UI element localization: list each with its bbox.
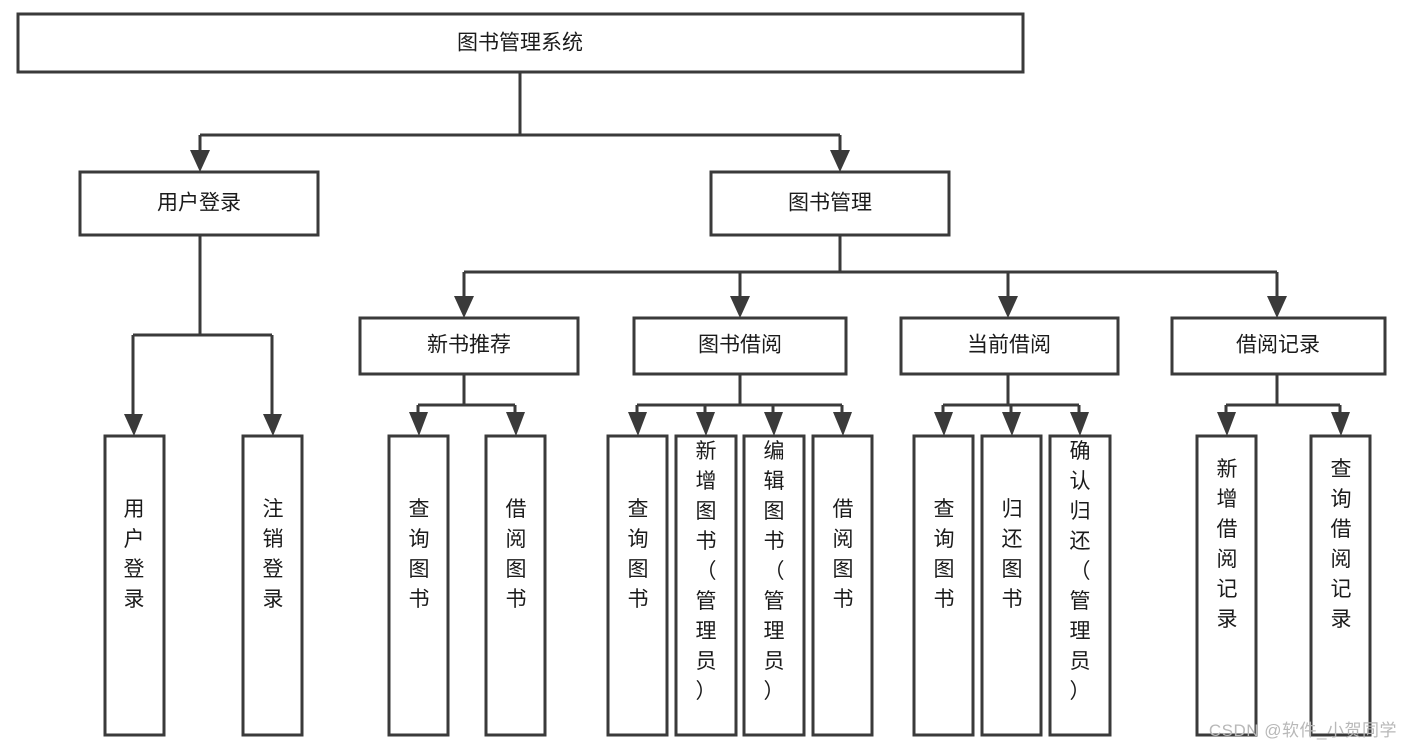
node-borrow-record[interactable]: 借阅记录 (1170, 316, 1387, 376)
leaf-user-login-1-label: 用户登录 (124, 498, 145, 611)
arrow-bookmgmt-child-2 (730, 296, 750, 318)
arrow-current-leaf-2 (1002, 412, 1021, 436)
node-user-login-box[interactable] (78, 170, 320, 237)
leaf-new-book-1-box[interactable] (387, 434, 450, 737)
node-user-login[interactable]: 用户登录 (78, 170, 320, 237)
leaf-book-borrow-4-box[interactable] (811, 434, 874, 737)
node-root-label: 图书管理系统 (457, 32, 583, 55)
leaf-user-login-1[interactable]: 用户登录 (103, 434, 166, 737)
leaf-book-borrow-3[interactable]: 编辑图书（管理员） (742, 434, 806, 737)
leaf-book-borrow-1[interactable]: 查询图书 (606, 434, 669, 737)
leaf-new-book-2[interactable]: 借阅图书 (484, 434, 547, 737)
leaf-new-book-2-box[interactable] (484, 434, 547, 737)
leaf-user-login-2-box[interactable] (241, 434, 304, 737)
node-root-box[interactable] (16, 12, 1025, 74)
leaf-book-borrow-2-label: 新增图书（管理员） (696, 440, 717, 703)
arrow-current-leaf-1 (934, 412, 953, 436)
arrow-borrow-leaf-1 (628, 412, 647, 436)
node-new-book-recommend-label: 新书推荐 (427, 334, 511, 357)
node-book-management-label: 图书管理 (788, 192, 872, 215)
leaf-book-borrow-4-label: 借阅图书 (833, 498, 854, 611)
leaf-current-borrow-1-label: 查询图书 (934, 498, 955, 611)
leaf-user-login-1-box[interactable] (103, 434, 166, 737)
leaf-user-login-2[interactable]: 注销登录 (241, 434, 304, 737)
arrow-userlogin-leaf-2 (263, 414, 282, 436)
leaf-new-book-1[interactable]: 查询图书 (387, 434, 450, 737)
node-current-borrow[interactable]: 当前借阅 (899, 316, 1120, 376)
leaf-current-borrow-3-box[interactable] (1048, 434, 1112, 737)
leaf-current-borrow-1[interactable]: 查询图书 (912, 434, 975, 737)
node-book-management-box[interactable] (709, 170, 951, 237)
node-root[interactable]: 图书管理系统 (16, 12, 1025, 74)
leaf-book-borrow-3-box[interactable] (742, 434, 806, 737)
leaf-borrow-record-2-box[interactable] (1309, 434, 1372, 737)
leaf-new-book-2-label: 借阅图书 (506, 498, 527, 611)
arrow-root-to-book (830, 150, 850, 172)
leaf-book-borrow-1-label: 查询图书 (628, 498, 649, 611)
node-current-borrow-box[interactable] (899, 316, 1120, 376)
leaf-borrow-record-2[interactable]: 查询借阅记录 (1309, 434, 1372, 737)
leaf-borrow-record-1[interactable]: 新增借阅记录 (1195, 434, 1258, 737)
leaf-user-login-2-label: 注销登录 (263, 498, 284, 611)
leaf-current-borrow-2-label: 归还图书 (1002, 498, 1023, 611)
leaf-book-borrow-2-box[interactable] (674, 434, 738, 737)
leaf-current-borrow-2[interactable]: 归还图书 (980, 434, 1043, 737)
leaf-borrow-record-1-label: 新增借阅记录 (1217, 458, 1238, 631)
leaf-borrow-record-1-box[interactable] (1195, 434, 1258, 737)
connector-layer (124, 72, 1350, 436)
node-borrow-record-label: 借阅记录 (1236, 334, 1320, 357)
arrow-newbook-leaf-1 (409, 412, 428, 436)
arrow-current-leaf-3 (1070, 412, 1089, 436)
arrow-bookmgmt-child-1 (454, 296, 474, 318)
arrow-record-leaf-1 (1217, 412, 1236, 436)
arrow-record-leaf-2 (1331, 412, 1350, 436)
leaf-current-borrow-2-box[interactable] (980, 434, 1043, 737)
arrow-bookmgmt-child-4 (1267, 296, 1287, 318)
csdn-watermark: CSDN @软件_小贺同学 (1208, 721, 1397, 740)
node-new-book-recommend[interactable]: 新书推荐 (358, 316, 580, 376)
node-user-login-label: 用户登录 (157, 192, 241, 215)
arrow-borrow-leaf-2 (696, 412, 715, 436)
arrow-borrow-leaf-4 (833, 412, 852, 436)
node-current-borrow-label: 当前借阅 (967, 334, 1051, 357)
leaf-current-borrow-3[interactable]: 确认归还（管理员） (1048, 434, 1112, 737)
arrow-bookmgmt-child-3 (998, 296, 1018, 318)
arrow-userlogin-leaf-1 (124, 414, 143, 436)
node-book-borrow-box[interactable] (632, 316, 848, 376)
node-book-management[interactable]: 图书管理 (709, 170, 951, 237)
leaf-current-borrow-3-label: 确认归还（管理员） (1070, 440, 1091, 703)
leaf-new-book-1-label: 查询图书 (409, 498, 430, 611)
leaf-book-borrow-1-box[interactable] (606, 434, 669, 737)
arrow-newbook-leaf-2 (506, 412, 525, 436)
arrow-root-to-user (190, 150, 210, 172)
node-borrow-record-box[interactable] (1170, 316, 1387, 376)
leaf-borrow-record-2-label: 查询借阅记录 (1331, 458, 1352, 631)
leaf-book-borrow-3-label: 编辑图书（管理员） (764, 440, 785, 703)
leaf-book-borrow-4[interactable]: 借阅图书 (811, 434, 874, 737)
node-book-borrow-label: 图书借阅 (698, 334, 782, 357)
node-book-borrow[interactable]: 图书借阅 (632, 316, 848, 376)
arrow-borrow-leaf-3 (764, 412, 783, 436)
leaf-current-borrow-1-box[interactable] (912, 434, 975, 737)
leaf-book-borrow-2[interactable]: 新增图书（管理员） (674, 434, 738, 737)
node-new-book-recommend-box[interactable] (358, 316, 580, 376)
